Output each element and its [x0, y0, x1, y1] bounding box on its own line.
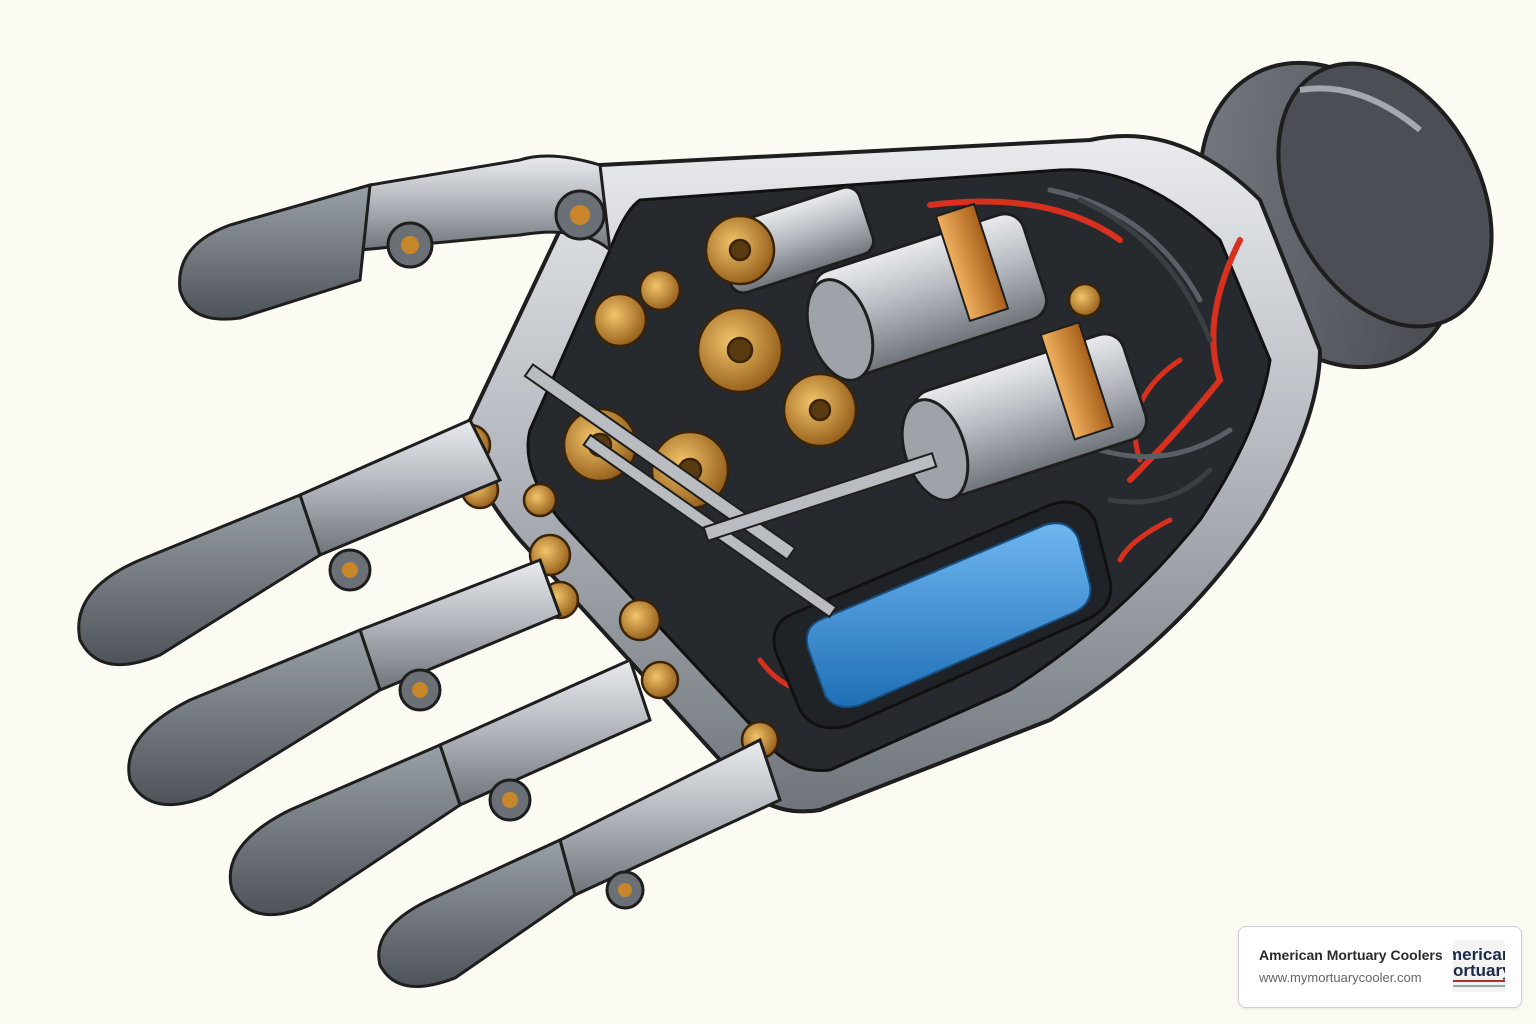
watermark-company-name: American Mortuary Coolers [1259, 947, 1443, 963]
motor-upper [805, 202, 1048, 382]
logo-icon: merican ortuary [1453, 945, 1505, 987]
ring-finger [228, 657, 652, 917]
wires [757, 187, 1243, 695]
drive-rods [523, 363, 938, 619]
thumb [178, 154, 612, 321]
little-finger [377, 737, 782, 988]
index-finger [77, 418, 503, 667]
company-logo: merican ortuary [1453, 940, 1505, 992]
motor-lower [900, 321, 1148, 502]
middle-finger [127, 558, 562, 807]
svg-text:merican: merican [1453, 945, 1505, 964]
watermark-badge: American Mortuary Coolers www.mymortuary… [1238, 926, 1522, 1008]
watermark-url: www.mymortuarycooler.com [1259, 970, 1422, 985]
battery-pack [772, 500, 1113, 730]
svg-text:ortuary: ortuary [1453, 961, 1505, 980]
